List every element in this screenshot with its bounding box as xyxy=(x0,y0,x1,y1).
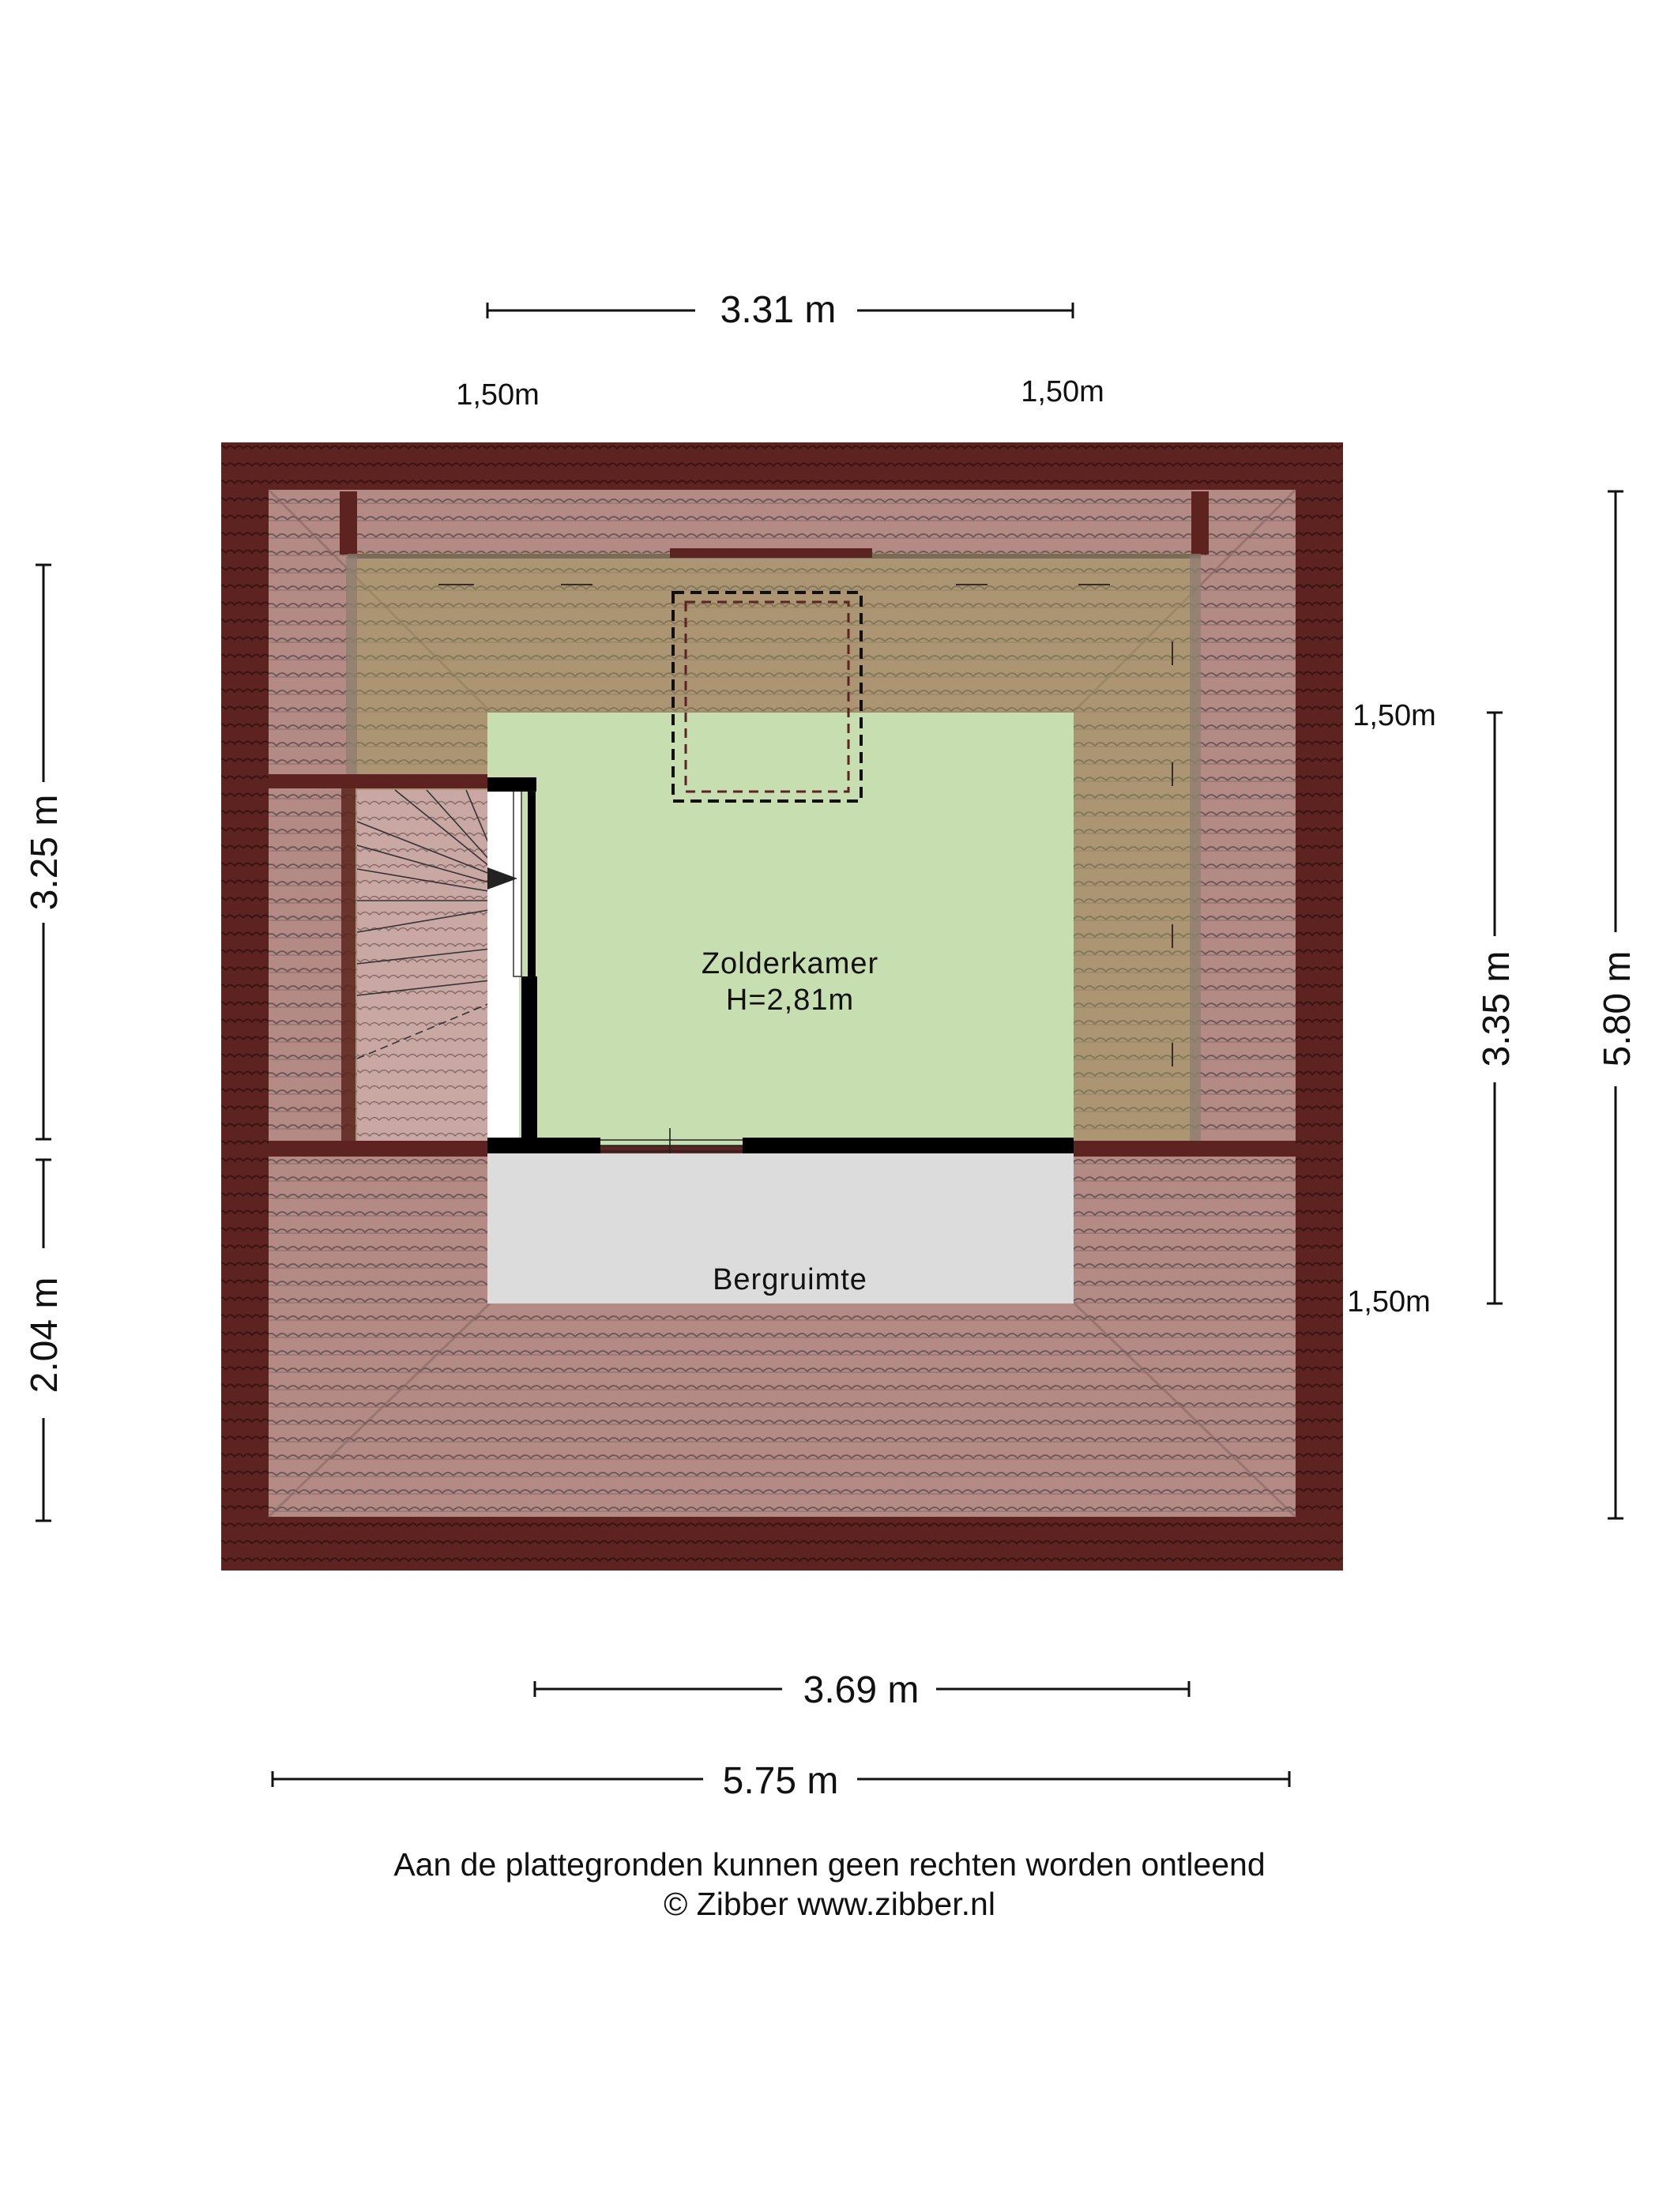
wall-stair-lower xyxy=(521,976,537,1146)
storage-name: Bergruimte xyxy=(713,1263,867,1296)
dimension-left-upper: 3.25 m xyxy=(24,563,66,1141)
roof-hip-lines xyxy=(267,488,1297,1518)
eave-post-left xyxy=(340,491,357,555)
wall-room-bottom-right xyxy=(743,1138,1074,1153)
dimension-top-label: 3.31 m xyxy=(720,289,837,331)
dimension-left-upper-label: 3.25 m xyxy=(24,795,66,911)
skylight-inner xyxy=(684,600,850,793)
knee-wall-right xyxy=(1190,556,1201,1141)
dimension-right-total: 5.80 m xyxy=(1597,490,1638,1520)
dimension-right-inner: 3.35 m xyxy=(1476,711,1518,1305)
dimension-left-lower: 2.04 m xyxy=(24,1158,66,1522)
attic-room-floor xyxy=(487,713,1074,1146)
stair-treads xyxy=(356,789,498,1059)
roof-height-right-upper: 1,50m xyxy=(1352,699,1436,732)
wall-stair-top xyxy=(487,777,536,792)
stair-direction-arrow xyxy=(487,867,517,890)
dimension-right-total-label: 5.80 m xyxy=(1597,951,1638,1067)
dimension-bottom-inner-label: 3.69 m xyxy=(803,1669,920,1711)
partition-left-bay xyxy=(269,774,490,788)
roof-height-top-left: 1,50m xyxy=(456,378,540,412)
disclaimer-line-1: Aan de plattegronden kunnen geen rechten… xyxy=(393,1846,1266,1883)
skylight-outer xyxy=(672,591,863,803)
roof-height-top-right: 1,50m xyxy=(1021,375,1104,408)
dimension-bottom-inner: 3.69 m xyxy=(533,1669,1191,1711)
dimension-top: 3.31 m xyxy=(486,289,1074,331)
wall-room-bottom-left xyxy=(487,1138,600,1153)
dimension-right-inner-label: 3.35 m xyxy=(1476,951,1518,1067)
stair-rail xyxy=(513,789,522,977)
dimension-bottom-total-label: 5.75 m xyxy=(723,1760,839,1802)
wall-stair-right-top xyxy=(528,777,536,976)
knee-wall-left xyxy=(346,556,357,785)
attic-room-height: H=2,81m xyxy=(726,984,854,1017)
stairwell xyxy=(357,790,491,1141)
disclaimer-line-2: © Zibber www.zibber.nl xyxy=(664,1886,995,1922)
dormer-frame xyxy=(670,548,872,558)
roof-height-right-lower: 1,50m xyxy=(1347,1285,1431,1319)
dimension-bottom-total: 5.75 m xyxy=(271,1760,1291,1802)
slope-arrows xyxy=(438,584,1173,1066)
partition-left-bay-post xyxy=(341,782,356,1146)
attic-room-name: Zolderkamer xyxy=(702,947,878,980)
dimension-left-lower-label: 2.04 m xyxy=(24,1277,66,1394)
eave-post-right xyxy=(1191,491,1209,555)
storage-floor xyxy=(487,1153,1074,1304)
eave-band-top xyxy=(348,491,1201,547)
